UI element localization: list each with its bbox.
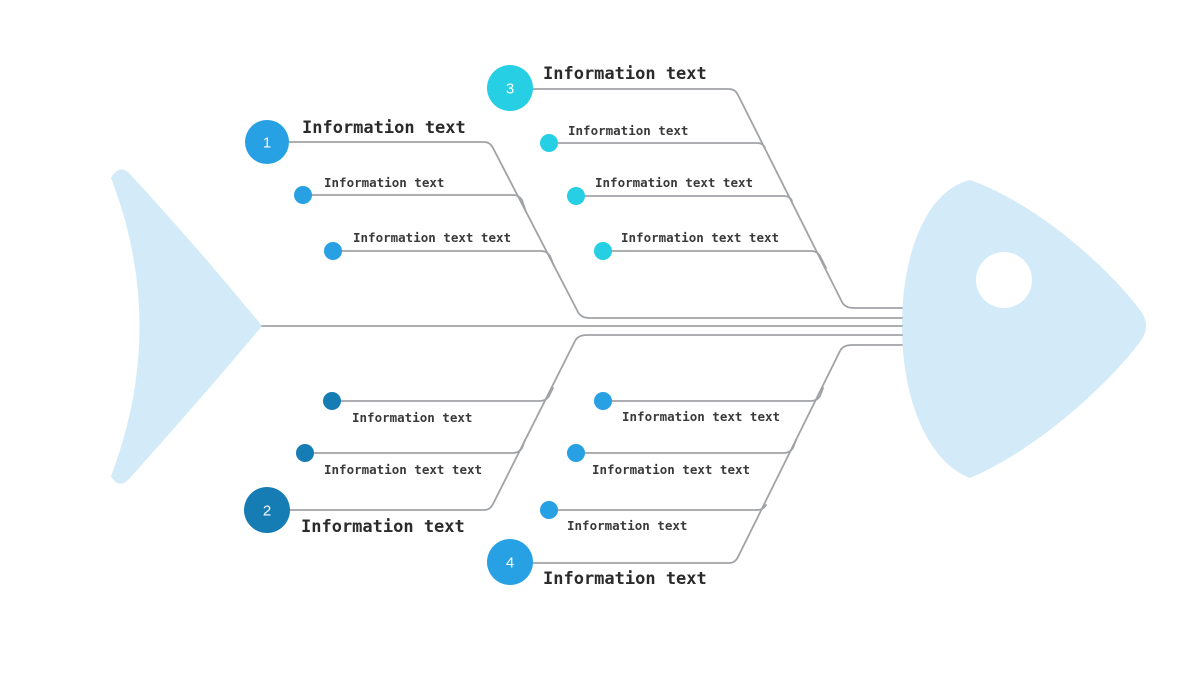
branch-2-number: 2 [263,503,271,520]
branch-4-label: Information text [543,569,707,589]
branch-2-bone [266,334,903,511]
branch-4-number-badge [487,539,533,585]
branch-3-number-badge [487,65,533,111]
branch-4-sub-2-line [575,439,797,454]
branch-1-sub-2-dot [324,242,342,260]
branch-1-number: 1 [263,135,271,152]
branch-1-label: Information text [302,118,466,138]
branch-1: 1 Information text Information text Info… [245,118,903,319]
branch-4-sub-3-line [548,504,767,511]
branch-2-sub-2-label: Information text text [324,462,482,477]
branch-4-sub-2-dot [567,444,585,462]
branch-2-sub-1-line [331,387,554,402]
branch-2-number-badge [244,487,290,533]
branch-1-sub-2-label: Information text text [353,230,511,245]
fish-eye [976,252,1032,308]
branch-2-sub-2-line [304,439,526,454]
branch-2: 2 Information text Information text Info… [244,334,903,537]
branch-3: 3 Information text Information text Info… [487,64,903,309]
branch-2-sub-2-dot [296,444,314,462]
fish-head [902,180,1146,478]
branch-3-number: 3 [506,81,514,98]
branch-2-label: Information text [301,517,465,537]
branch-3-sub-1-line [548,142,766,149]
branch-2-sub-1-label: Information text [352,410,472,425]
branch-4-sub-3-dot [540,501,558,519]
branch-1-number-badge [245,120,289,164]
branch-1-sub-1-label: Information text [324,175,444,190]
branch-1-sub-1-dot [294,186,312,204]
branch-4-sub-1-dot [594,392,612,410]
branch-2-sub-1-dot [323,392,341,410]
branch-1-bone [266,141,903,319]
branch-3-sub-2-label: Information text text [595,175,753,190]
branch-4: 4 Information text Information text text… [487,344,903,589]
branch-4-number: 4 [506,555,514,572]
branch-4-sub-1-line [602,387,824,402]
branch-3-label: Information text [543,64,707,84]
branch-4-sub-1-label: Information text text [622,409,780,424]
branch-4-bone [509,344,903,564]
branch-3-sub-1-dot [540,134,558,152]
branch-3-sub-3-dot [594,242,612,260]
branch-1-sub-2-line [332,250,555,267]
branch-4-sub-3-label: Information text [567,518,687,533]
branch-3-sub-1-label: Information text [568,123,688,138]
branch-4-sub-2-label: Information text text [592,462,750,477]
branch-3-sub-3-line [602,250,827,269]
fish-tail [111,169,262,484]
branch-1-sub-1-line [302,194,527,213]
branch-3-sub-2-line [575,195,793,202]
branch-3-sub-2-dot [567,187,585,205]
branch-3-sub-3-label: Information text text [621,230,779,245]
